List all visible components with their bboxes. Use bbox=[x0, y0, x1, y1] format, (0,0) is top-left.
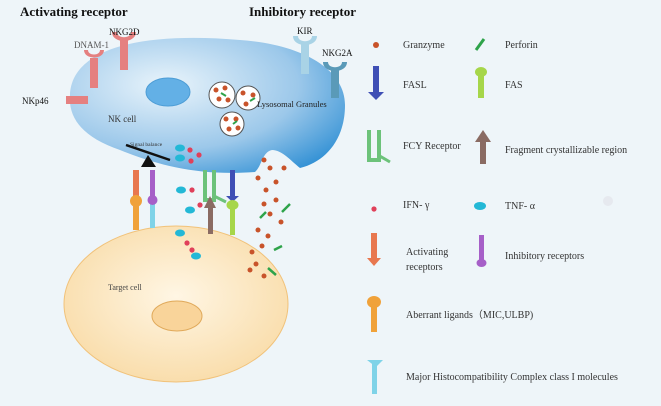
legend-tnf-icon bbox=[474, 202, 486, 210]
legend-tnf-label: TNF- α bbox=[505, 201, 536, 212]
label-signal-balance: Signal balance bbox=[130, 142, 163, 148]
legend-mhc-icon bbox=[367, 360, 383, 394]
label-lysosomal-granules: Lysosomal Granules bbox=[257, 99, 327, 109]
nkg2d-receptor bbox=[112, 32, 136, 70]
signal-balance bbox=[125, 143, 171, 167]
legend-inhibitory-icon bbox=[476, 235, 487, 267]
label-nkg2a: NKG2A bbox=[322, 48, 353, 58]
lysosomal-granules bbox=[208, 81, 261, 137]
label-nkp46: NKp46 bbox=[22, 96, 49, 106]
legend-mhc-label: Major Histocompatibility Complex class I… bbox=[406, 372, 618, 383]
legend-fcy-label: FCY Receptor bbox=[403, 141, 461, 152]
legend-inhibitory-label: Inhibitory receptors bbox=[505, 251, 584, 262]
legend-activating-label-1: Activating bbox=[406, 247, 448, 258]
synapse-inhibitory-receptor bbox=[147, 170, 158, 228]
released-ifn bbox=[184, 147, 203, 253]
target-nucleus bbox=[151, 300, 203, 332]
legend-perforin-label: Perforin bbox=[505, 40, 538, 51]
synapse-activating-receptor bbox=[130, 170, 142, 230]
synapse-fasl bbox=[226, 170, 239, 202]
legend-ifn-label: IFN- γ bbox=[403, 200, 430, 211]
label-nkg2d: NKG2D bbox=[109, 27, 140, 37]
legend-aberrant-icon bbox=[367, 296, 381, 332]
legend-fc-region-icon bbox=[475, 130, 491, 164]
label-nk-cell: NK cell bbox=[108, 114, 137, 124]
legend-activating-label-2: receptors bbox=[406, 262, 443, 273]
legend-spot bbox=[603, 196, 613, 206]
nkp46-receptor bbox=[66, 96, 88, 104]
legend-fc-region-label: Fragment crystallizable region bbox=[505, 145, 627, 156]
released-perforin bbox=[259, 203, 291, 276]
legend-fas-icon bbox=[475, 67, 487, 98]
label-inhibitory-receptor: Inhibitory receptor bbox=[249, 4, 356, 19]
legend-fasl-label: FASL bbox=[403, 80, 427, 91]
legend: Granzyme Perforin FASL FAS FCY Receptor … bbox=[367, 38, 627, 394]
legend-perforin-icon bbox=[474, 38, 486, 51]
label-target-cell: Target cell bbox=[108, 283, 142, 292]
synapse-fas bbox=[226, 200, 239, 235]
dnam1-receptor bbox=[84, 50, 104, 88]
nk-nucleus bbox=[145, 77, 191, 107]
released-granzyme bbox=[247, 157, 287, 279]
label-dnam1: DNAM-1 bbox=[74, 40, 109, 50]
legend-fcy-icon bbox=[367, 130, 391, 164]
label-activating-receptor: Activating receptor bbox=[20, 4, 128, 19]
kir-receptor bbox=[293, 36, 317, 74]
released-tnf bbox=[175, 144, 201, 260]
legend-granzyme-icon bbox=[373, 42, 379, 48]
legend-activating-icon bbox=[367, 233, 381, 266]
legend-granzyme-label: Granzyme bbox=[403, 40, 445, 51]
nk-cell-body bbox=[69, 37, 345, 173]
nkg2a-receptor bbox=[323, 62, 347, 98]
legend-fas-label: FAS bbox=[505, 80, 523, 91]
legend-aberrant-label: Aberrant ligands（MIC,ULBP) bbox=[406, 309, 533, 321]
label-kir: KIR bbox=[297, 26, 313, 36]
synapse-fcy-receptor bbox=[203, 170, 227, 204]
legend-ifn-icon bbox=[371, 206, 377, 212]
legend-fasl-icon bbox=[368, 66, 384, 100]
synapse-fc-region bbox=[204, 196, 216, 234]
